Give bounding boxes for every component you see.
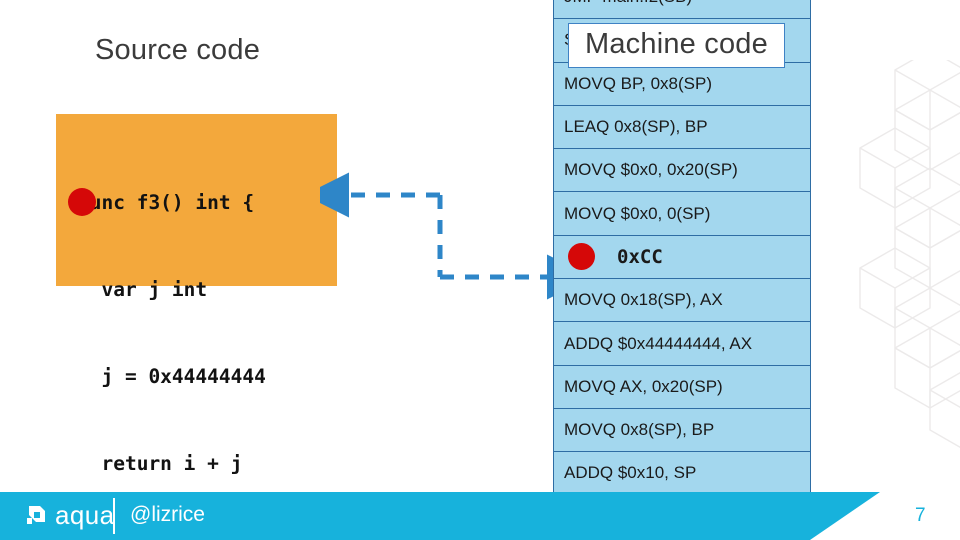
instruction-text: MOVQ $0x0, 0x20(SP) xyxy=(564,160,738,180)
table-row[interactable]: MOVQ $0x0, 0x20(SP) xyxy=(553,148,811,192)
instruction-text: MOVQ AX, 0x20(SP) xyxy=(564,376,723,396)
instruction-text: ADDQ $0x44444444, AX xyxy=(564,333,753,353)
footer-bar xyxy=(0,492,810,540)
instruction-text: MOVQ 0x8(SP), BP xyxy=(564,420,715,440)
machine-code-table: JMP main.f2(SB) SUBQ $0x10, SP MOVQ BP, … xyxy=(553,0,811,538)
instruction-text: MOVQ BP, 0x8(SP) xyxy=(564,73,713,93)
source-line-3: return i + j xyxy=(78,452,243,475)
page-number: 7 xyxy=(915,505,926,526)
instruction-text: MOVQ 0x18(SP), AX xyxy=(564,290,723,310)
source-line-0: func f3() int { xyxy=(78,191,255,214)
connector-arrows xyxy=(320,172,580,300)
instruction-text: MOVQ $0x0, 0(SP) xyxy=(564,203,711,223)
source-code-block: func f3() int { var j int j = 0x44444444… xyxy=(78,130,348,540)
instruction-text: LEAQ 0x8(SP), BP xyxy=(564,117,708,137)
aqua-brand-text: aqua xyxy=(55,500,115,530)
instruction-text: JMP main.f2(SB) xyxy=(564,0,692,7)
table-row[interactable]: MOVQ $0x0, 0(SP) xyxy=(553,191,811,235)
aqua-logo-icon xyxy=(27,506,45,524)
table-row[interactable]: JMP main.f2(SB) xyxy=(553,0,811,19)
table-row[interactable]: MOVQ AX, 0x20(SP) xyxy=(553,364,811,408)
source-line-2: j = 0x44444444 xyxy=(78,365,266,388)
footer-divider xyxy=(113,498,115,534)
source-code-card xyxy=(56,114,337,286)
instruction-text: 0xCC xyxy=(617,245,663,268)
table-row[interactable]: MOVQ 0x18(SP), AX xyxy=(553,278,811,322)
machine-code-title: Machine code xyxy=(568,23,785,68)
source-code-title: Source code xyxy=(95,34,261,66)
footer-triangle-accent xyxy=(810,492,880,540)
cube-watermark xyxy=(859,60,960,448)
table-row[interactable]: ADDQ $0x44444444, AX xyxy=(553,321,811,365)
table-row-breakpoint[interactable]: 0xCC xyxy=(553,234,811,279)
table-row[interactable]: LEAQ 0x8(SP), BP xyxy=(553,104,811,149)
twitter-handle: @lizrice xyxy=(130,503,205,526)
table-row[interactable]: MOVQ BP, 0x8(SP) xyxy=(553,61,811,105)
instruction-text: ADDQ $0x10, SP xyxy=(564,463,697,483)
machine-breakpoint-icon[interactable] xyxy=(568,243,595,271)
table-row[interactable]: MOVQ 0x8(SP), BP xyxy=(553,407,811,452)
table-row[interactable]: ADDQ $0x10, SP xyxy=(553,451,811,495)
source-line-1: var j int xyxy=(78,278,208,301)
source-breakpoint-icon[interactable] xyxy=(68,188,96,216)
